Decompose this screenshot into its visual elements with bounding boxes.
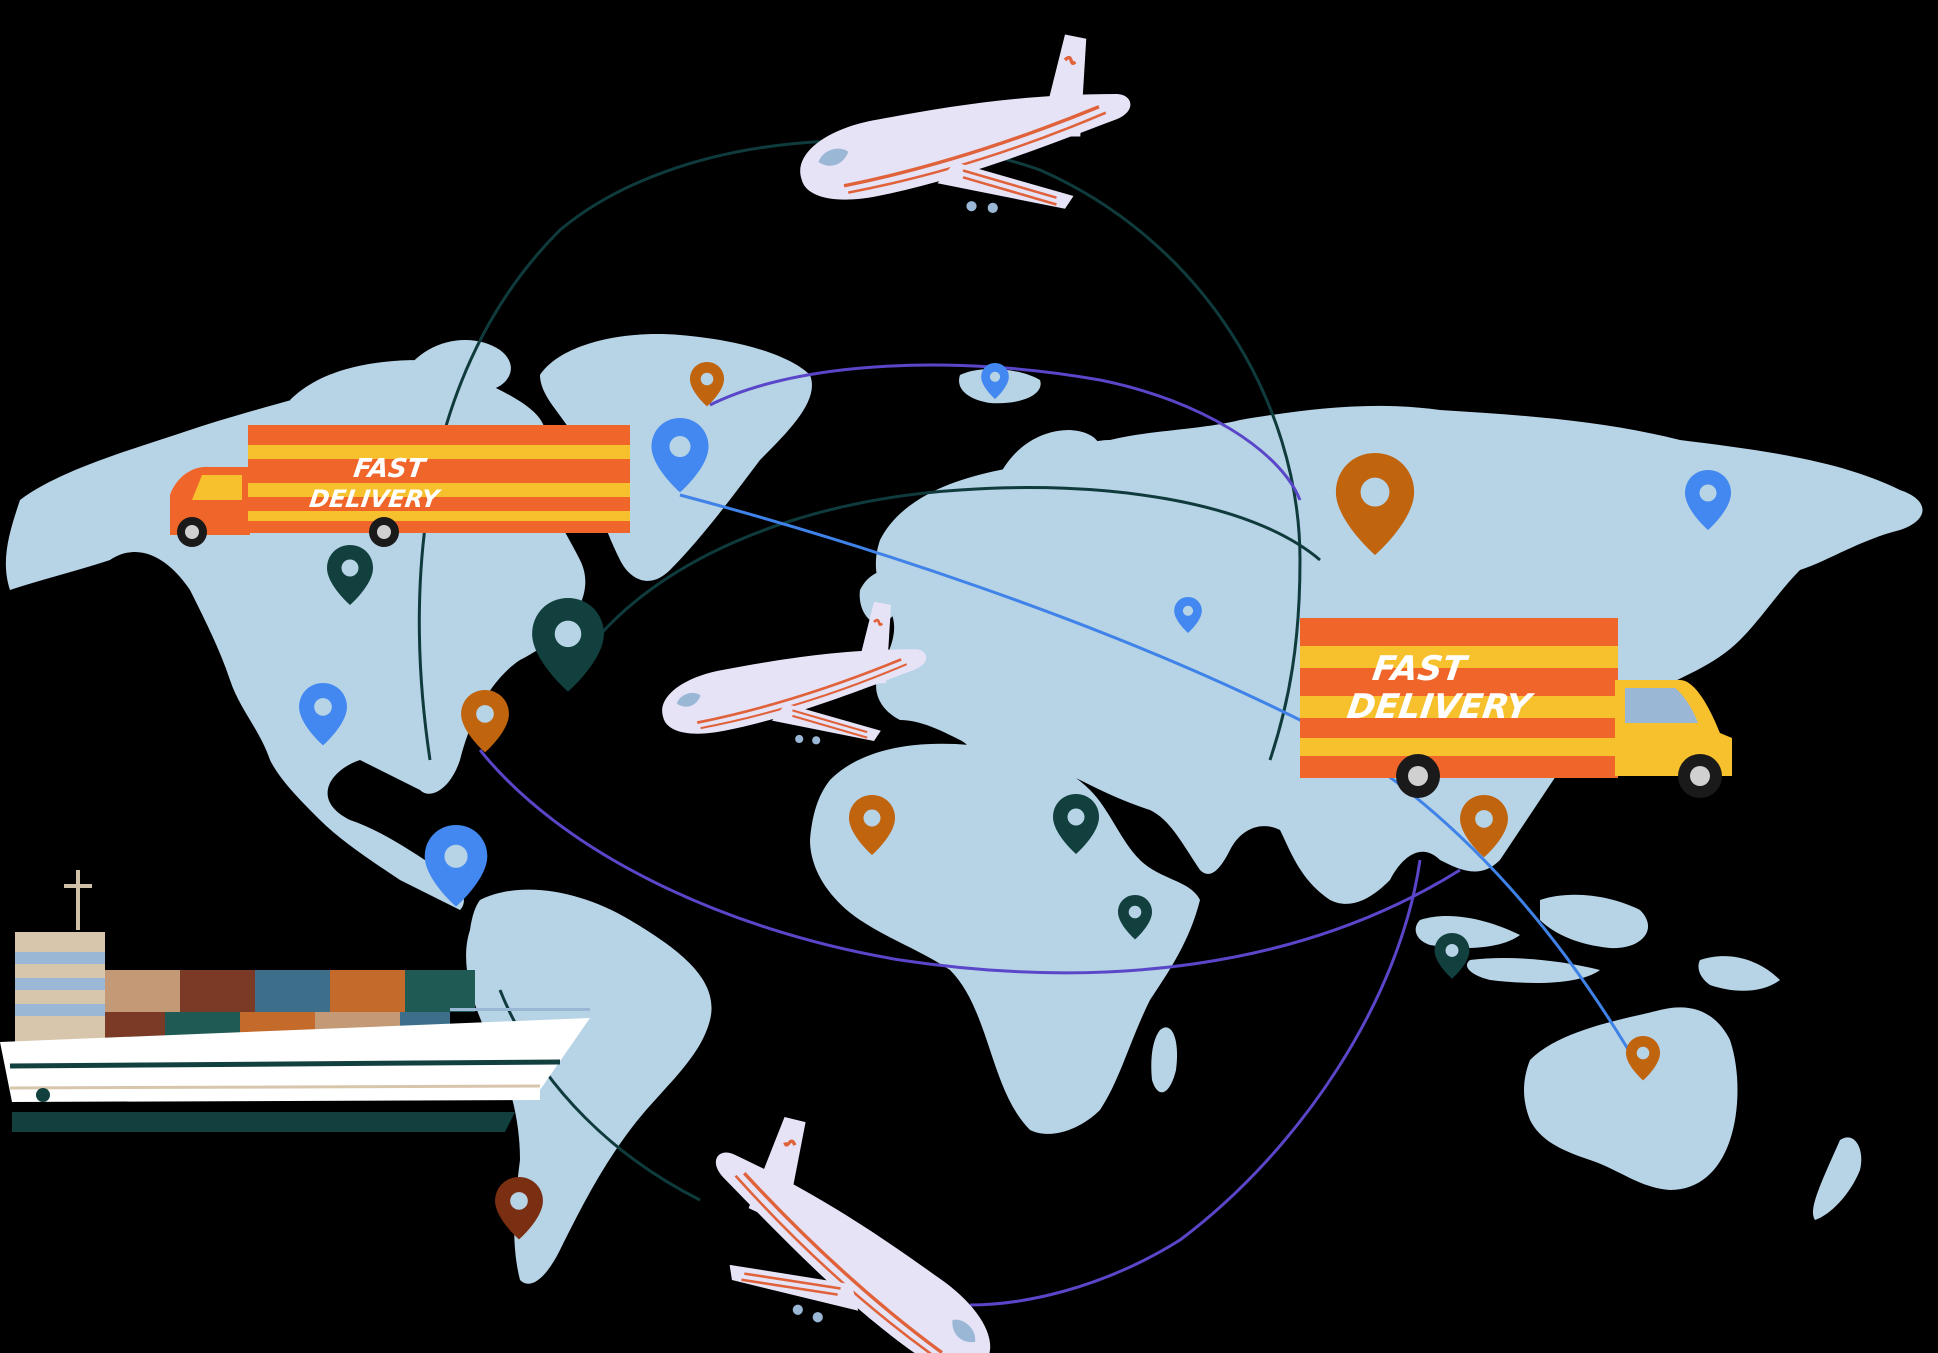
cargo-ship-icon	[0, 870, 590, 1132]
continent-arctic-islands	[290, 340, 511, 406]
continent-indonesia	[1415, 894, 1780, 991]
continent-madagascar	[1151, 1027, 1178, 1093]
continent-africa	[810, 743, 1200, 1134]
delivery-truck-icon: FAST DELIVERY	[1300, 618, 1732, 798]
delivery-truck-icon: FAST DELIVERY	[170, 425, 630, 547]
truck-label-line2: DELIVERY	[308, 485, 444, 513]
truck-label-line2: DELIVERY	[1345, 687, 1537, 727]
continent-japan	[1648, 609, 1689, 700]
route-line-blue	[679, 493, 1647, 1079]
continent-british-isles	[859, 571, 902, 625]
continent-scandinavia	[987, 430, 1101, 573]
route-arc-purple-pacific	[969, 859, 1422, 1307]
route-arc-purple-north	[709, 363, 1302, 501]
route-lines	[417, 139, 1647, 1307]
truck-label-line1: FAST	[1370, 649, 1471, 689]
truck-label-line1: FAST	[352, 454, 429, 484]
route-arc-teal-inner	[578, 486, 1321, 661]
continent-australia	[1524, 1007, 1738, 1190]
route-arc-purple-south	[478, 749, 1461, 975]
continent-new-zealand	[1812, 1137, 1862, 1220]
